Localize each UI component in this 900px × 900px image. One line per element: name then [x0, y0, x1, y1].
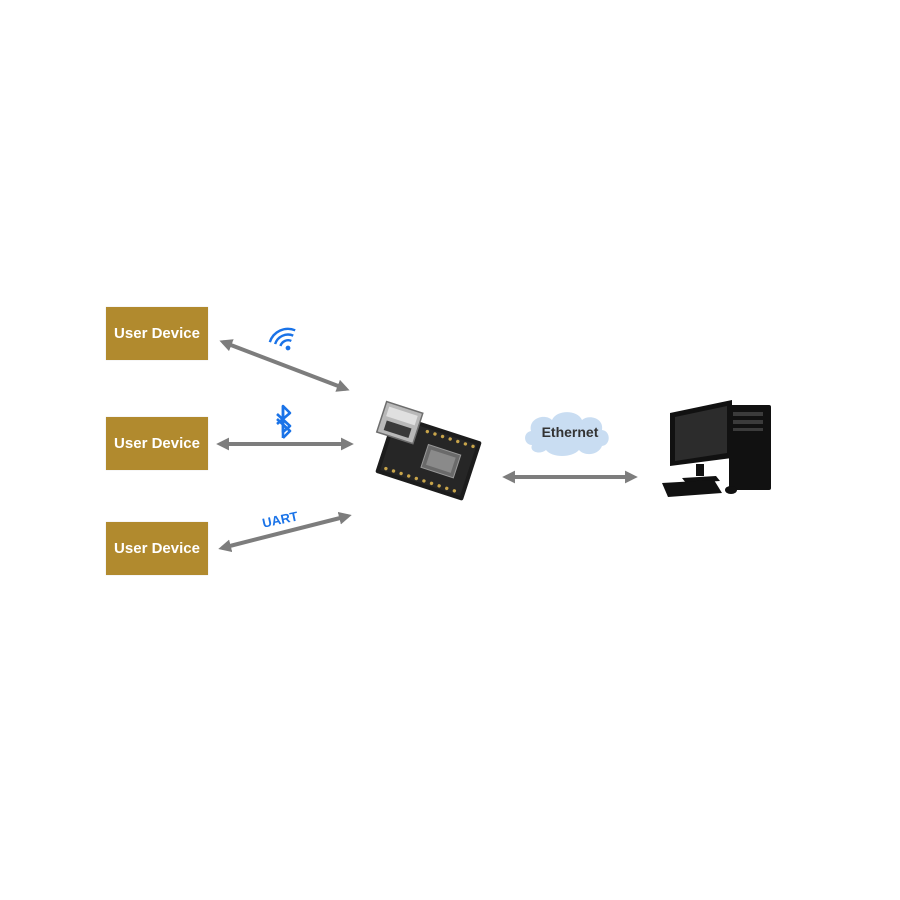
uart-label: UART — [261, 508, 299, 530]
ethernet-label: Ethernet — [542, 424, 599, 440]
wifi-link-arrow — [223, 342, 346, 389]
bluetooth-icon — [277, 406, 290, 438]
wifi-icon — [267, 325, 301, 356]
ethernet-module-image — [365, 402, 485, 501]
desktop-computer-icon — [662, 400, 771, 497]
